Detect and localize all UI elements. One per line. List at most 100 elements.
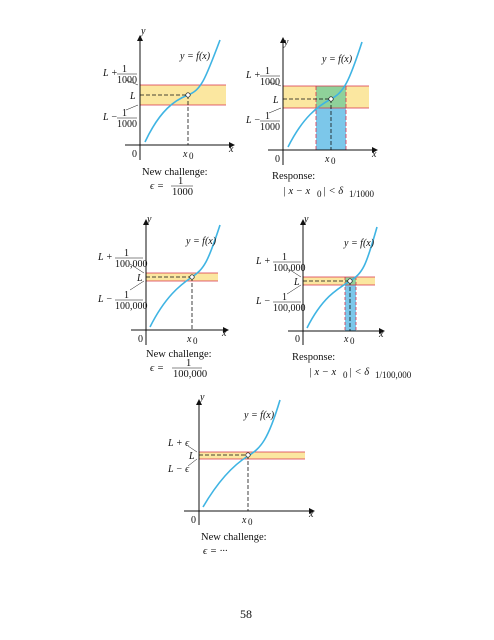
curve-label: y = f(x) (321, 54, 353, 65)
lower-frac-num: 1 (282, 292, 287, 303)
response-expr: | x − x (283, 186, 311, 197)
upper-label: L + (245, 70, 261, 81)
L-label: L (129, 91, 136, 102)
upper-label: L + (97, 252, 113, 263)
upper-frac-den: 1000 (260, 77, 280, 88)
upper-label: L + (102, 68, 118, 79)
upper-label: L + (255, 256, 271, 267)
leader-upper (125, 79, 139, 86)
response-label: Response: (272, 171, 315, 182)
L-label: L (272, 95, 279, 106)
upper-frac-num: 1 (122, 64, 127, 75)
x-label: x (228, 144, 234, 155)
response-x0-sub: 0 (317, 189, 322, 199)
x0-label: x (343, 334, 349, 345)
response-x0-sub: 0 (343, 370, 348, 380)
caption-epsilon: ϵ = (150, 363, 164, 374)
x0-subscript: 0 (331, 156, 336, 166)
upper-label: L + ϵ (167, 438, 190, 449)
figure-2: y x y = f(x) L + 1 1000 L L − 1 1000 0 x… (245, 37, 378, 199)
response-lt-delta: | < δ (349, 367, 370, 378)
x-label: x (221, 328, 227, 339)
lower-label: L − (102, 112, 118, 123)
response-label: Response: (292, 352, 335, 363)
limit-point (328, 96, 334, 102)
leader-upper (268, 81, 282, 87)
figure-3: y x y = f(x) L + 1 100,000 L L − 1 100,0… (97, 214, 229, 380)
epsilon-band (199, 452, 305, 459)
x0-subscript: 0 (193, 336, 198, 346)
upper-frac-den: 100,000 (273, 263, 306, 274)
L-label: L (188, 451, 195, 462)
response-delta-sub: 1/1000 (349, 189, 375, 199)
lower-label: L − (245, 115, 261, 126)
caption-frac-den: 100,000 (173, 369, 207, 380)
lower-label: L − ϵ (167, 464, 190, 475)
limit-point (245, 452, 251, 458)
origin-label: 0 (191, 515, 196, 526)
origin-label: 0 (275, 154, 280, 165)
upper-frac-den: 100,000 (115, 259, 148, 270)
leader-lower (286, 284, 302, 295)
caption-epsilon: ϵ = (150, 181, 164, 192)
lower-label: L − (97, 294, 113, 305)
leader-lower (268, 107, 282, 114)
lower-frac-num: 1 (124, 290, 129, 301)
leader-upper (286, 267, 302, 278)
L-label: L (136, 273, 143, 284)
page-number: 58 (240, 607, 252, 621)
figure-1: y x y = f(x) L + 1 1000 L L − 1 1000 0 x… (102, 26, 235, 198)
x0-label: x (186, 334, 192, 345)
leader-lower (129, 280, 145, 291)
upper-frac-num: 1 (124, 248, 129, 259)
response-delta-sub: 1/100,000 (375, 370, 412, 380)
limit-point (347, 278, 353, 284)
leader-lower (187, 458, 198, 467)
x-label: x (371, 149, 377, 160)
figure-4: y x y = f(x) L + 1 100,000 L L − 1 100,0… (255, 214, 412, 380)
y-label: y (140, 26, 146, 37)
x0-subscript: 0 (350, 336, 355, 346)
y-label: y (199, 392, 205, 403)
caption-frac-num: 1 (186, 358, 191, 369)
curve-label: y = f(x) (179, 51, 211, 62)
L-label: L (293, 277, 300, 288)
lower-frac-den: 100,000 (115, 301, 148, 312)
caption-new-challenge: New challenge: (142, 167, 208, 178)
x-label: x (308, 509, 314, 520)
x0-label: x (324, 154, 330, 165)
lower-frac-den: 1000 (117, 119, 137, 130)
response-expr: | x − x (309, 367, 337, 378)
x0-label: x (241, 515, 247, 526)
curve-label: y = f(x) (243, 410, 275, 421)
limit-point (185, 92, 191, 98)
x-label: x (378, 329, 384, 340)
x0-subscript: 0 (248, 517, 253, 527)
x0-label: x (182, 149, 188, 160)
upper-frac-num: 1 (265, 66, 270, 77)
lower-label: L − (255, 296, 271, 307)
curve-label: y = f(x) (185, 236, 217, 247)
leader-lower (125, 104, 139, 111)
y-label: y (303, 214, 309, 225)
delta-band (345, 277, 356, 331)
y-label: y (283, 37, 289, 48)
lower-frac-num: 1 (265, 111, 270, 122)
x0-subscript: 0 (189, 151, 194, 161)
lower-frac-den: 100,000 (273, 303, 306, 314)
origin-label: 0 (132, 149, 137, 160)
caption-epsilon: ϵ = ··· (203, 546, 228, 557)
response-lt-delta: | < δ (323, 186, 344, 197)
origin-label: 0 (295, 334, 300, 345)
y-label: y (146, 214, 152, 225)
limit-point (189, 274, 195, 280)
origin-label: 0 (138, 334, 143, 345)
upper-frac-num: 1 (282, 252, 287, 263)
caption-new-challenge: New challenge: (146, 349, 212, 360)
leader-upper (187, 445, 198, 453)
upper-frac-den: 1000 (117, 75, 137, 86)
figure-5: y x y = f(x) L + ϵ L L − ϵ 0 x 0 New cha… (167, 392, 315, 557)
leader-upper (129, 263, 145, 274)
caption-frac-den: 1000 (172, 187, 193, 198)
